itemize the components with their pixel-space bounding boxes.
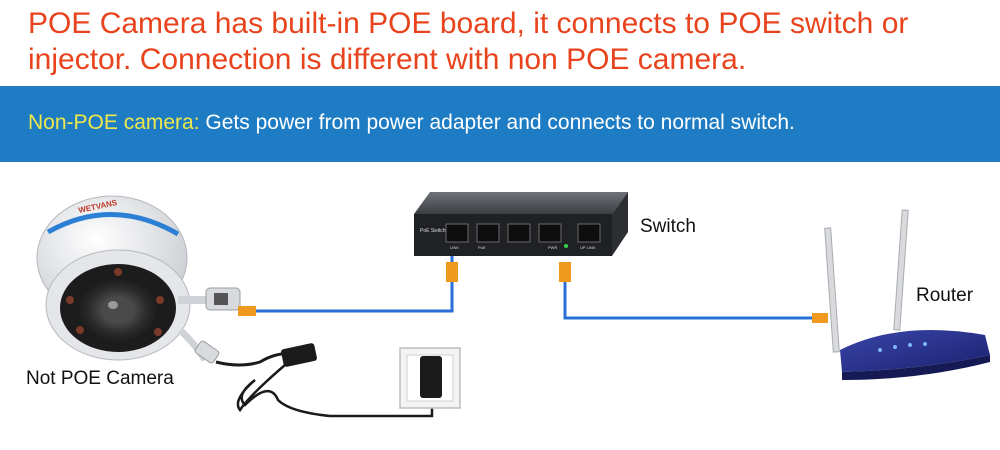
dome-camera [36,195,191,361]
banner-description: Gets power from power adapter and connec… [199,111,795,134]
switch-to-router-cable [559,262,828,323]
camera-pigtail [177,287,241,364]
switch-pwr-label: PWR [548,245,558,250]
router [824,209,990,380]
power-adapter [420,356,442,398]
power-cable [215,343,434,418]
switch-link-label: LINK [450,245,459,250]
switch-brand-label: PoE Switch [420,228,446,234]
camera-label: Not POE Camera [26,368,174,389]
router-label: Router [916,285,974,306]
wall-socket [399,347,461,409]
info-banner: Non-POE camera: Gets power from power ad… [0,86,1000,162]
banner-text: Non-POE camera: Gets power from power ad… [28,111,795,135]
network-switch [414,192,628,256]
switch-poe-label: PoE [478,245,486,250]
camera-blue-ring [46,212,180,237]
banner-highlight: Non-POE camera: [28,111,200,134]
switch-uplink-label: UP LINK [580,245,596,250]
camera-to-switch-cable [238,255,458,316]
switch-label: Switch [640,216,696,237]
headline: POE Camera has built-in POE board, it co… [28,7,909,76]
